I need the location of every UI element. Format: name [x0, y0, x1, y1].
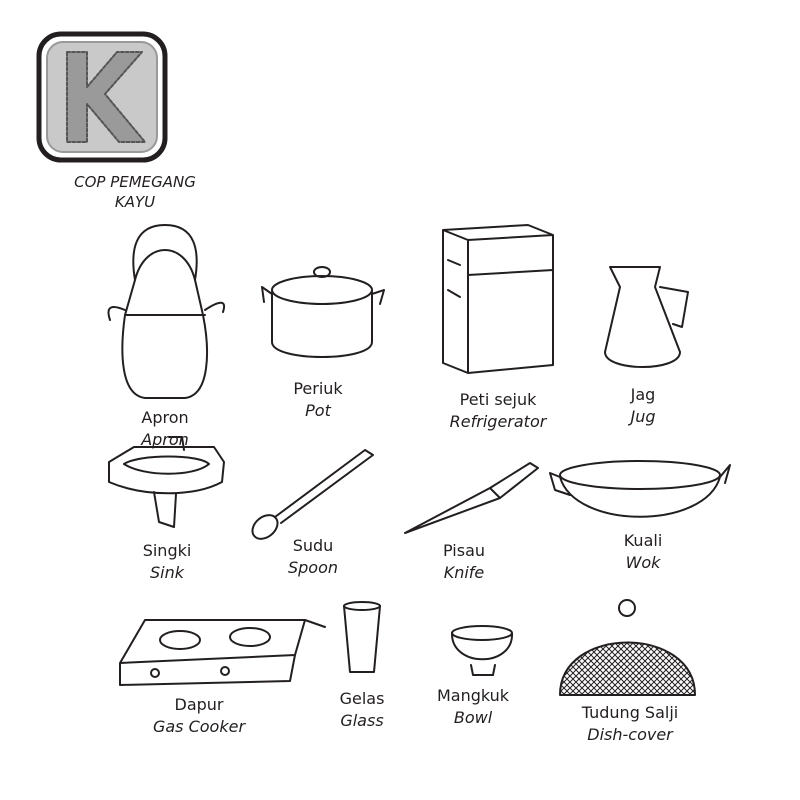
item-translation: Knife	[443, 563, 485, 582]
pot-icon	[261, 266, 385, 358]
badge-caption-line2: KAYU	[114, 193, 156, 211]
item-name: Pisau	[442, 541, 486, 560]
gas-cooker-icon	[119, 619, 326, 686]
item-translation: Dish-cover	[587, 725, 673, 744]
refrigerator-icon	[442, 224, 554, 374]
dish-cover-icon	[559, 599, 696, 696]
item-name: Jag	[630, 385, 656, 404]
item-translation: Gas Cooker	[152, 717, 246, 736]
apron-icon	[107, 224, 225, 399]
badge-caption-line1: COP PEMEGANG	[74, 173, 196, 191]
item-translation: Bowl	[453, 708, 493, 727]
sink-icon	[108, 436, 225, 528]
item-translation: Wok	[625, 553, 661, 572]
item-translation: Refrigerator	[449, 412, 547, 431]
item-name: Singki	[142, 541, 192, 560]
item-name: Peti sejuk	[459, 390, 537, 409]
wooden-block-stamp-icon	[36, 31, 168, 163]
item-translation: Sink	[149, 563, 185, 582]
item-name: Kuali	[623, 531, 663, 550]
item-name: Periuk	[293, 379, 343, 398]
item-translation: Glass	[340, 711, 384, 730]
badge-caption: COP PEMEGANG KAYU	[65, 172, 205, 212]
knife-icon	[404, 462, 539, 534]
item-name: Tudung Salji	[581, 703, 679, 722]
item-translation: Apron	[141, 430, 189, 449]
item-translation: Pot	[305, 401, 331, 420]
wok-icon	[549, 460, 731, 518]
item-name: Sudu	[292, 536, 334, 555]
item-translation: Jug	[630, 407, 656, 426]
item-name: Mangkuk	[436, 686, 510, 705]
glass-icon	[343, 601, 381, 673]
spoon-icon	[251, 449, 374, 540]
jug-icon	[604, 266, 689, 368]
item-name: Apron	[141, 408, 189, 427]
item-name: Dapur	[174, 695, 224, 714]
item-translation: Spoon	[287, 558, 339, 577]
item-name: Gelas	[339, 689, 385, 708]
bowl-icon	[450, 625, 514, 676]
